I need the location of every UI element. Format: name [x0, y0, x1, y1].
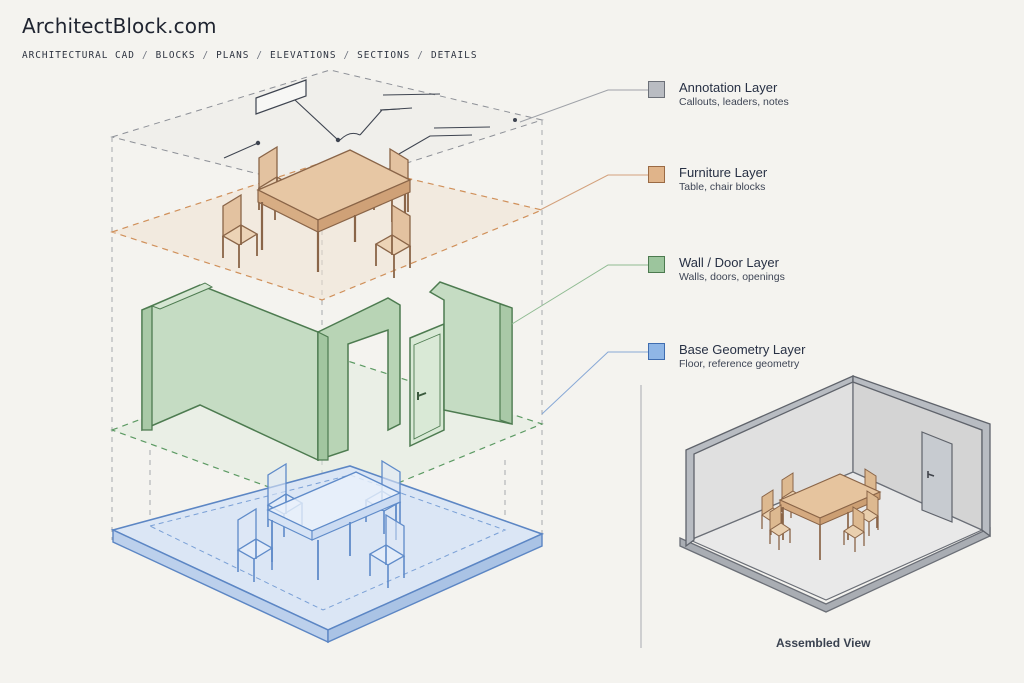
legend-title: Base Geometry Layer	[679, 342, 806, 357]
legend-title: Wall / Door Layer	[679, 255, 779, 270]
legend-swatch-annotation	[648, 81, 665, 98]
breadcrumb-separator: /	[202, 50, 210, 61]
breadcrumb-blocks[interactable]: BLOCKS	[155, 50, 196, 61]
legend-swatch-base-geometry	[648, 343, 665, 360]
breadcrumb: ARCHITECTURAL CAD / BLOCKS / PLANS / ELE…	[22, 50, 477, 61]
annotation-layer	[110, 69, 544, 191]
legend-title: Furniture Layer	[679, 165, 768, 180]
legend-description: Table, chair blocks	[679, 181, 766, 193]
base-geometry-layer	[110, 460, 545, 644]
legend-description: Callouts, leaders, notes	[679, 96, 789, 108]
legend-item-wall-door[interactable]: Wall / Door Layer Walls, doors, openings	[648, 255, 785, 285]
legend-item-annotation[interactable]: Annotation Layer Callouts, leaders, note…	[648, 80, 789, 110]
assembled-room	[679, 375, 991, 613]
breadcrumb-sections[interactable]: SECTIONS	[357, 50, 411, 61]
breadcrumb-separator: /	[343, 50, 351, 61]
furniture-layer	[110, 146, 544, 301]
assembled-view-label: Assembled View	[776, 636, 871, 650]
legend-swatch-wall-door	[648, 256, 665, 273]
legend-leader-lines	[511, 89, 648, 415]
legend-description: Walls, doors, openings	[679, 271, 785, 283]
legend-description: Floor, reference geometry	[679, 358, 800, 370]
breadcrumb-separator: /	[141, 50, 149, 61]
wall-door-layer	[110, 281, 544, 511]
legend-item-furniture[interactable]: Furniture Layer Table, chair blocks	[648, 165, 767, 195]
site-title[interactable]: ArchitectBlock.com	[22, 14, 217, 38]
breadcrumb-details[interactable]: DETAILS	[430, 50, 478, 61]
site-header: ArchitectBlock.com ARCHITECTURAL CAD / B…	[22, 14, 477, 61]
legend-title: Annotation Layer	[679, 80, 778, 95]
breadcrumb-separator: /	[256, 50, 264, 61]
breadcrumb-plans[interactable]: PLANS	[216, 50, 250, 61]
breadcrumb-architectural-cad[interactable]: ARCHITECTURAL CAD	[22, 50, 135, 61]
legend-item-base-geometry[interactable]: Base Geometry Layer Floor, reference geo…	[648, 342, 805, 372]
legend-swatch-furniture	[648, 166, 665, 183]
breadcrumb-elevations[interactable]: ELEVATIONS	[270, 50, 337, 61]
breadcrumb-separator: /	[417, 50, 424, 61]
